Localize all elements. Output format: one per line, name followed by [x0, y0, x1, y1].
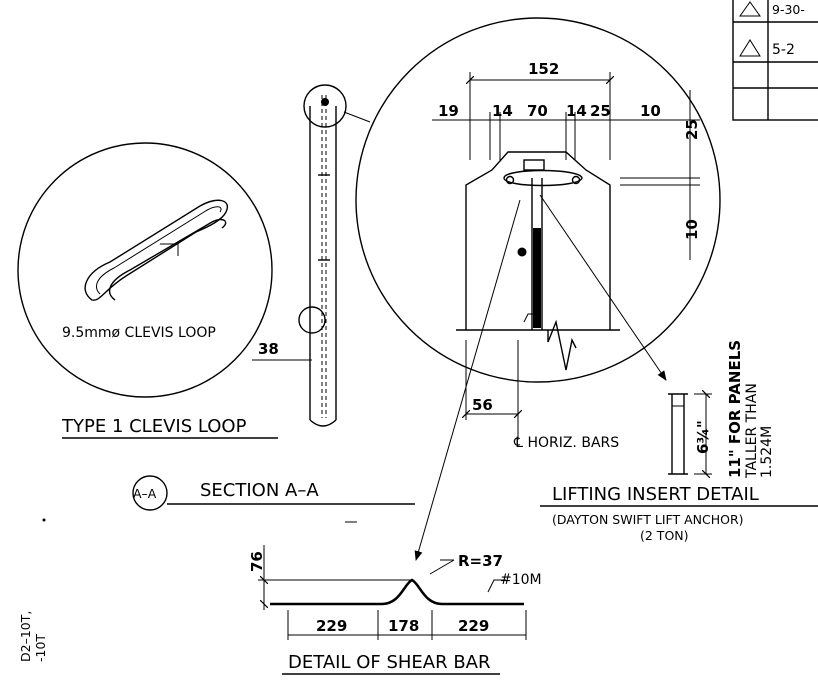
insert-length: 6¾"	[694, 420, 712, 454]
lifting-insert-detail: 6¾" 11" FOR PANELS TALLER THAN 1.524M LI…	[540, 340, 818, 543]
enlarged-detail: 152 19 14 70 14 25 10 25	[355, 17, 721, 561]
clevis-loop-icon	[84, 199, 229, 301]
revision-triangle-icon	[739, 1, 761, 17]
shear-dim-178: 178	[388, 617, 419, 635]
dim-25-vertical: 25	[683, 119, 701, 140]
margin-note-line1: D2–10T,	[18, 611, 33, 662]
section-bubble	[132, 475, 168, 511]
shear-dim-229b: 229	[458, 617, 489, 635]
dim-56: 56	[472, 396, 493, 414]
shear-bar-shape	[270, 578, 524, 606]
clevis-loop-detail: 9.5mmø CLEVIS LOOP TYPE 1 CLEVIS LOOP	[17, 142, 278, 439]
section-title: SECTION A–A	[200, 480, 319, 501]
lifting-insert-sub1: (DAYTON SWIFT LIFT ANCHOR)	[552, 512, 744, 527]
shear-bar-detail: 76 R=37 #10M 229 178 229 DETAIL OF SHEAR…	[248, 545, 542, 675]
margin-note: D2–10T, -10T	[18, 518, 48, 662]
section-bubble-text: A–A	[133, 486, 157, 501]
shear-dim-76: 76	[248, 551, 266, 572]
insert-note-line3: 1.524M	[759, 426, 775, 478]
dim-14a: 14	[492, 102, 513, 120]
dim-152: 152	[528, 60, 559, 78]
margin-note-line2: -10T	[33, 634, 48, 662]
insert-note-line1: 11" FOR PANELS	[726, 340, 744, 478]
dim-14b: 14	[566, 102, 587, 120]
dim-10-vertical: 10	[683, 219, 701, 240]
revision-table: 9-30- 5-2	[732, 0, 818, 121]
panel-section: 38 A–A SECTION A–A	[132, 84, 415, 523]
shear-radius: R=37	[458, 552, 503, 570]
clevis-loop-title: TYPE 1 CLEVIS LOOP	[61, 416, 247, 437]
revision-triangle-icon	[739, 39, 761, 57]
dim-10: 10	[640, 102, 661, 120]
revision-1-text: 9-30-	[772, 2, 805, 17]
revision-2-text: 5-2	[772, 42, 795, 58]
dim-19: 19	[438, 102, 459, 120]
shear-bar-size: #10M	[500, 572, 542, 588]
panel-dim-38: 38	[258, 340, 279, 358]
horiz-bars-label: ℄ HORIZ. BARS	[513, 435, 619, 451]
shear-dim-229a: 229	[316, 617, 347, 635]
insert-note-line2: TALLER THAN	[744, 383, 760, 479]
shear-bar-title: DETAIL OF SHEAR BAR	[288, 652, 491, 673]
lifting-insert-sub2: (2 TON)	[640, 528, 689, 543]
dim-70: 70	[527, 102, 548, 120]
lifting-insert-title: LIFTING INSERT DETAIL	[552, 484, 759, 505]
clevis-loop-label: 9.5mmø CLEVIS LOOP	[62, 325, 216, 341]
dim-25: 25	[590, 102, 611, 120]
